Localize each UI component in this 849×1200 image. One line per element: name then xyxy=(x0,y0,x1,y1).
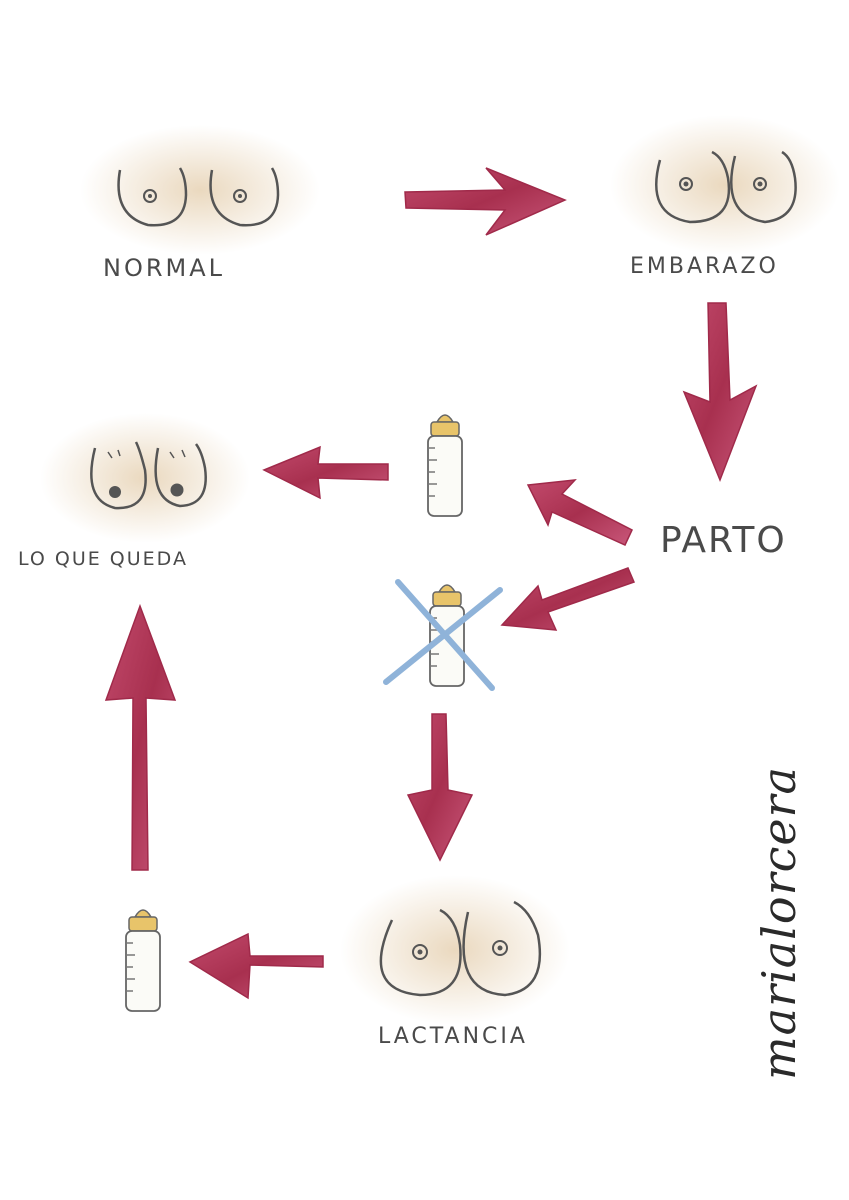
arrow-normal-to-embarazo xyxy=(404,167,567,236)
label-normal: NORMAL xyxy=(103,254,226,282)
normal-breasts-icon xyxy=(80,125,320,255)
baby-bottle-icon xyxy=(427,414,463,517)
pregnancy-breasts-icon xyxy=(610,115,840,255)
label-lactancia: LACTANCIA xyxy=(378,1024,528,1049)
artist-signature: marialorcera xyxy=(752,766,806,1080)
label-parto: PARTO xyxy=(660,520,787,561)
label-lo-que-queda: LO QUE QUEDA xyxy=(18,548,188,570)
cross-icon xyxy=(383,579,503,691)
arrow-embarazo-to-parto xyxy=(682,302,758,483)
arrow-crossed-bottle-to-lactancia xyxy=(406,713,474,862)
label-embarazo: EMBARAZO xyxy=(630,254,779,279)
after-breasts-icon xyxy=(40,413,250,543)
arrow-parto-to-bottle xyxy=(526,479,633,546)
baby-bottle-icon xyxy=(125,909,161,1012)
arrow-parto-to-crossed-bottle xyxy=(500,567,636,631)
arrow-lactancia-to-bottle xyxy=(188,932,324,1000)
arrow-bottle-to-lo-que-queda-up xyxy=(104,603,177,871)
lactation-breasts-icon xyxy=(340,875,570,1025)
arrow-bottle-to-lo-que-queda xyxy=(262,445,389,500)
